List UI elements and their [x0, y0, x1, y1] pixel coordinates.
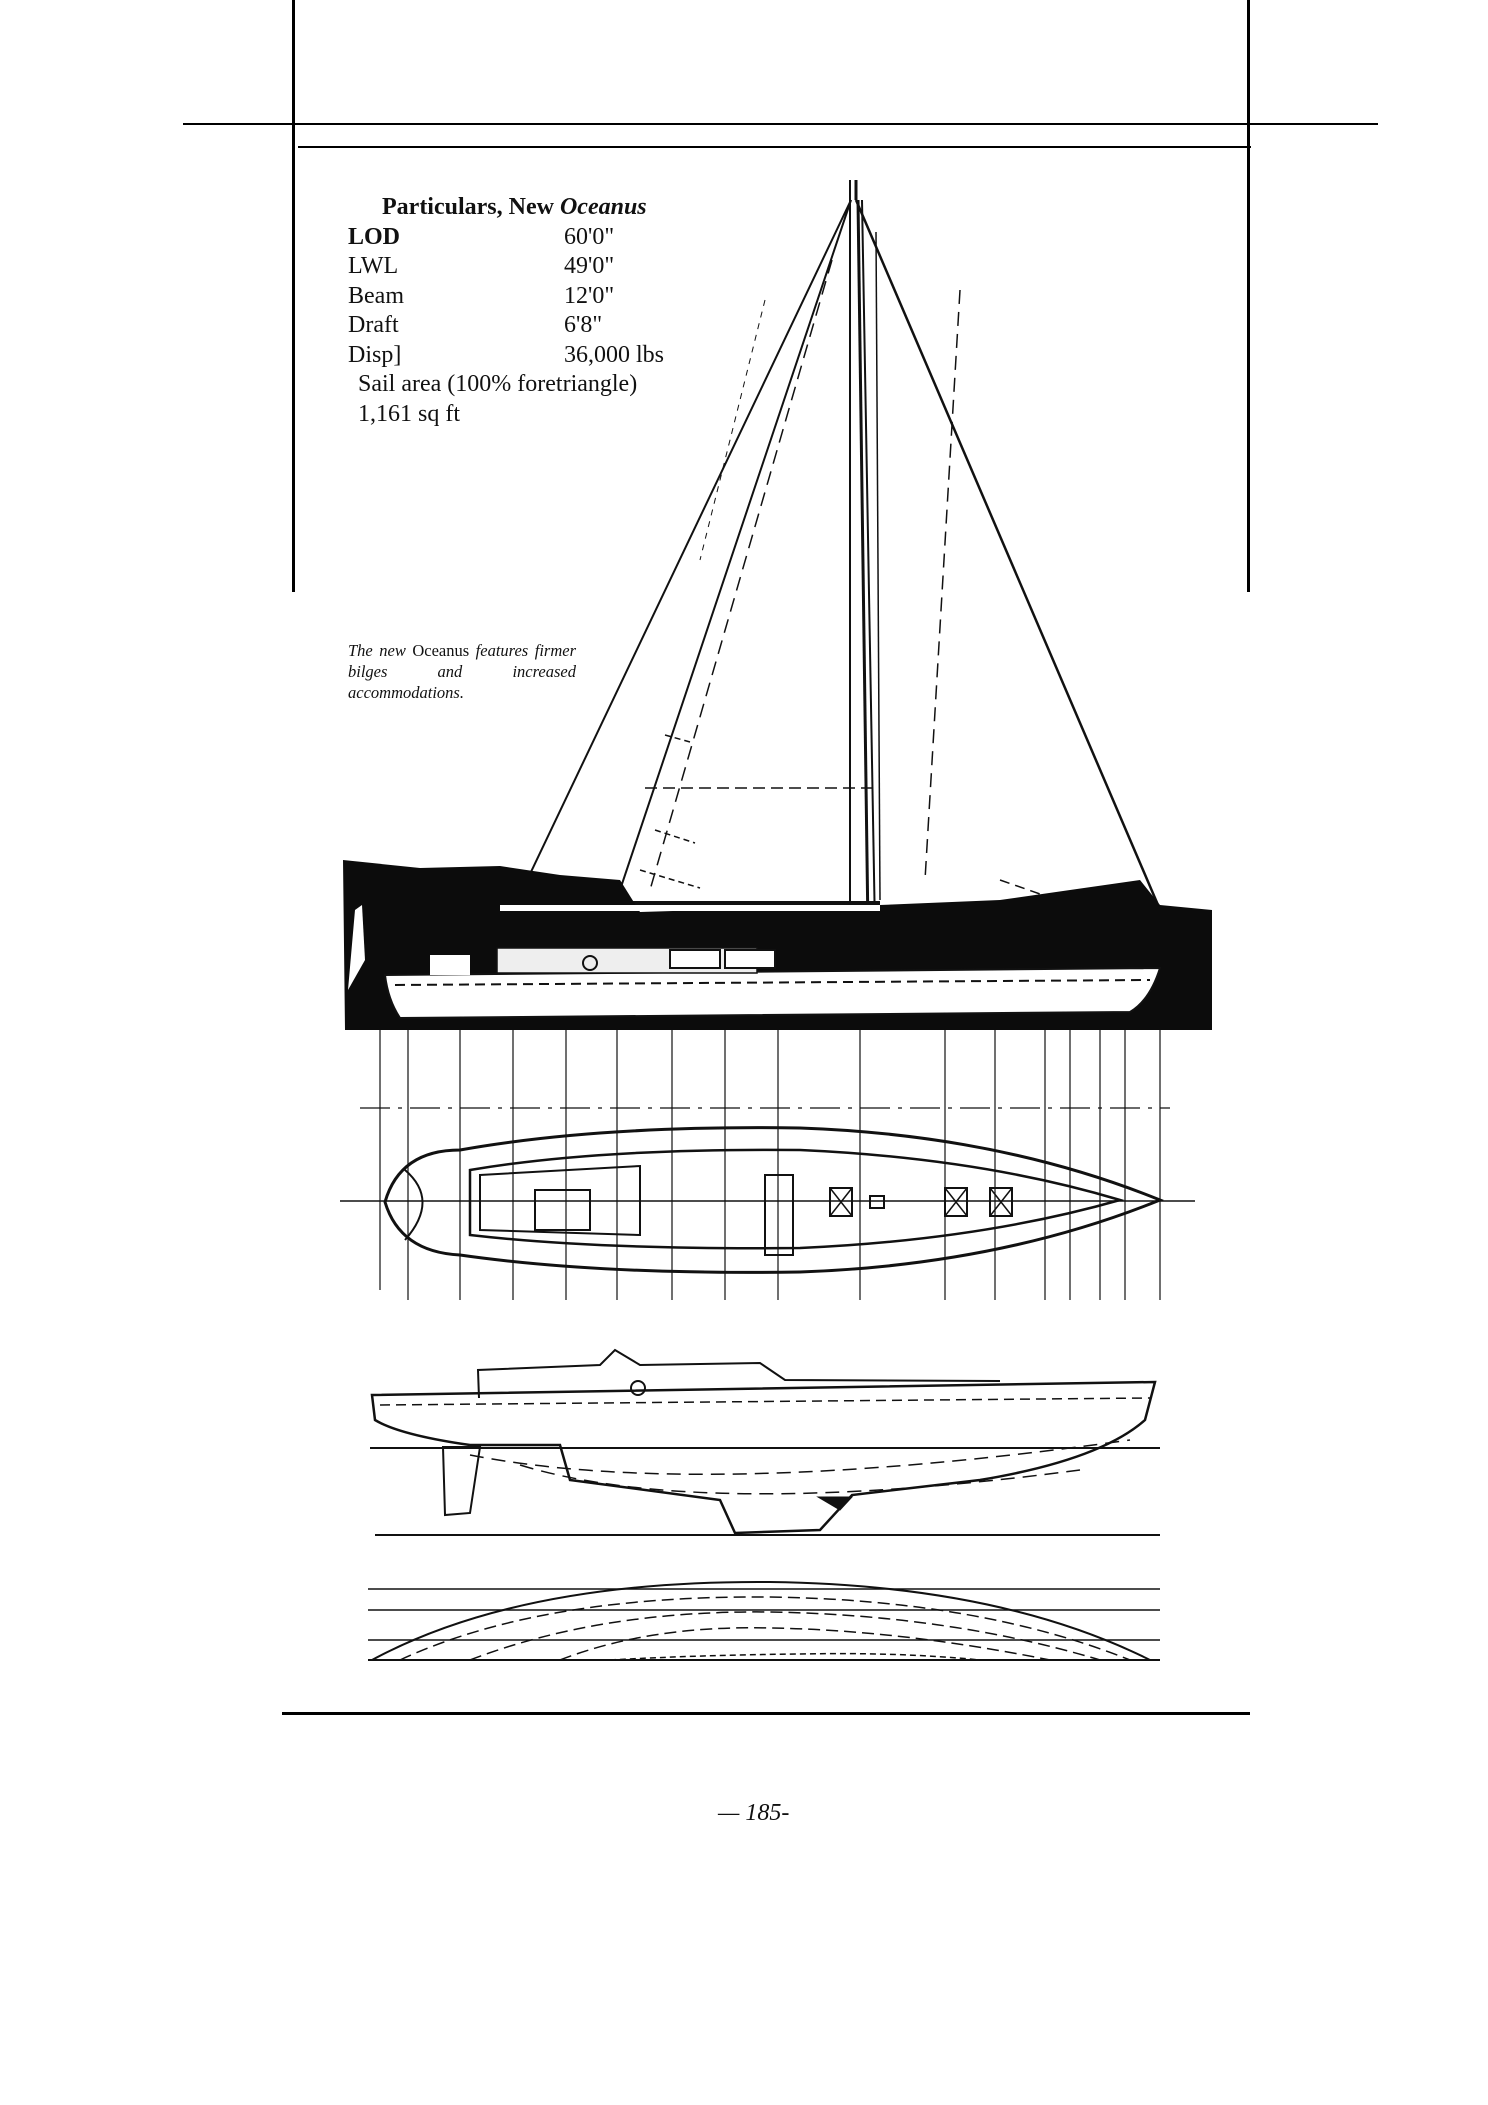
row-value: 36,000 lbs: [564, 341, 665, 368]
row-label: Draft: [348, 312, 399, 338]
caption-text: The new: [348, 641, 413, 660]
particulars-row-lwl: LWL 49'0": [348, 252, 728, 282]
row-value: 49'0": [564, 253, 615, 279]
particulars-row-draft: Draft 6'8": [348, 311, 728, 341]
right-margin-rule: [1247, 0, 1250, 592]
row-label: Beam: [348, 282, 404, 309]
top-crop-rule: [183, 123, 1378, 125]
row-value: 60'0": [564, 223, 615, 250]
row-label: LOD: [348, 223, 401, 250]
half-breadth-lines: [368, 1580, 1160, 1661]
caption-boat-name: Oceanus: [412, 641, 470, 660]
particulars-title: Particulars, New Oceanus: [382, 194, 647, 220]
row-label: Disp]: [348, 341, 402, 368]
station-lines: [360, 1030, 1170, 1300]
footer-rule: [282, 1712, 1250, 1715]
row-value: 6'8": [564, 312, 603, 338]
photo-band: [343, 860, 1212, 1030]
caption-text: features firmer bilges and increased acc…: [348, 641, 576, 702]
deck-plan: [340, 1126, 1195, 1274]
row-label: LWL: [348, 253, 399, 279]
page-number: — 185-: [718, 1800, 790, 1826]
sail-plan: [519, 180, 1160, 931]
left-margin-rule: [292, 0, 295, 592]
particulars-row-lod: LOD 60'0": [348, 223, 728, 253]
sail-area-label: Sail area (100% foretriangle): [358, 371, 638, 397]
profile-lines: [370, 1348, 1160, 1536]
figure-caption: The new Oceanus features firmer bilges a…: [348, 640, 576, 703]
row-value: 12'0": [564, 282, 615, 309]
sail-area-value: 1,161 sq ft: [358, 400, 460, 427]
particulars-row-displacement: Disp] 36,000 lbs: [348, 341, 728, 371]
header-rule: [298, 146, 1251, 148]
particulars-table: Particulars, New Oceanus LOD 60'0" LWL 4…: [348, 193, 728, 429]
particulars-row-beam: Beam 12'0": [348, 282, 728, 312]
